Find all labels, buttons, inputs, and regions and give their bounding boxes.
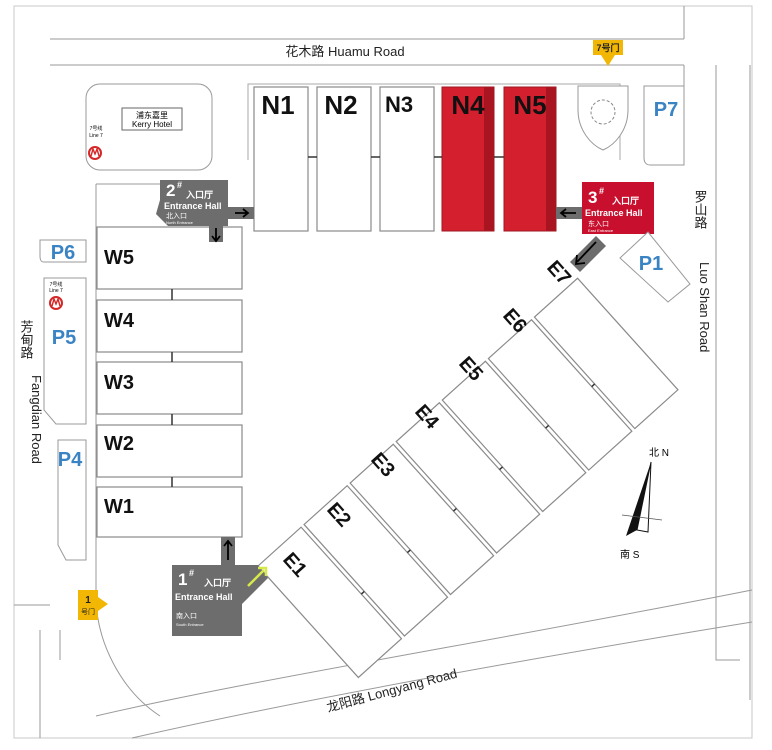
parking-p4-label: P4 <box>58 449 83 471</box>
entrance-1-en: Entrance Hall <box>175 592 233 602</box>
north-halls: N1 N2 N3 N4 N5 <box>253 86 557 232</box>
entrance-3-sub-en: East Entrance <box>588 228 614 233</box>
hall-e4[interactable] <box>395 401 541 554</box>
entrance-1-num: 1 <box>178 570 187 589</box>
hall-e5[interactable] <box>441 360 587 513</box>
hall-e2[interactable] <box>303 484 449 637</box>
entrance-hall-3[interactable]: 3 # 入口厅 Entrance Hall 东入口 East Entrance <box>582 182 654 234</box>
gate-1-cn: 号门 <box>81 607 95 616</box>
hall-n2-label: N2 <box>324 90 357 120</box>
entrance-2-cn: 入口厅 <box>185 190 213 200</box>
metro-icon-2 <box>49 296 63 310</box>
road-fangdian-cn: 芳甸路 <box>19 320 34 359</box>
hall-w5-label: W5 <box>104 247 134 269</box>
hall-w1-label: W1 <box>104 496 134 518</box>
hall-n3-label: N3 <box>385 92 413 117</box>
parking-p5-label: P5 <box>52 327 76 349</box>
entrance-3-sup: # <box>599 186 604 196</box>
metro-line-cn: 7号线 <box>90 125 103 132</box>
hotel-name-cn: 浦东嘉里 <box>136 110 168 120</box>
metro-line-cn-2: 7号线 <box>50 281 63 288</box>
hall-w2[interactable] <box>96 424 243 478</box>
west-halls: W5 W4 W3 W2 W1 <box>96 226 243 538</box>
parking-p6-label: P6 <box>51 242 75 264</box>
entrance-2-sub-en: North Entrance <box>166 220 194 225</box>
metro-line-en-2: Line 7 <box>49 288 63 294</box>
hall-e7[interactable] <box>533 277 679 430</box>
entrance-2-en: Entrance Hall <box>164 201 222 211</box>
hall-n3[interactable] <box>379 86 435 232</box>
parking-p4[interactable] <box>57 439 87 561</box>
entrance-1-sup: # <box>189 568 194 578</box>
hall-n2[interactable] <box>316 86 372 232</box>
parking-p7-label: P7 <box>654 99 678 121</box>
road-luoshan-cn: 罗山路 <box>693 190 708 229</box>
entrance-hall-2[interactable]: 2 # 入口厅 Entrance Hall 北入口 North Entrance <box>156 180 228 226</box>
road-longyang: 龙阳路 Longyang Road <box>325 666 459 715</box>
parking-p1[interactable] <box>619 231 691 303</box>
hall-n5-label: N5 <box>513 90 546 120</box>
gate-1[interactable]: 1 号门 <box>78 590 108 620</box>
connector-entrance-3-e7 <box>570 236 606 272</box>
map-frame <box>13 5 753 739</box>
entrance-1-sub-cn: 南入口 <box>176 611 197 620</box>
east-halls <box>257 277 679 679</box>
fountain <box>577 85 629 151</box>
hall-w3[interactable] <box>96 361 243 415</box>
hall-w1[interactable] <box>96 486 243 538</box>
hotel-sign <box>121 107 183 131</box>
hall-w3-label: W3 <box>104 372 134 394</box>
compass-icon: 北 N 南 S <box>620 447 669 561</box>
entrance-1-sub-en: South Entrance <box>176 622 204 627</box>
gate-7-label: 7号门 <box>596 42 619 53</box>
parking-p1-label: P1 <box>639 253 663 275</box>
road-huamu: 花木路 Huamu Road <box>285 44 404 59</box>
entrance-2-num: 2 <box>166 181 175 200</box>
roads <box>14 6 753 739</box>
hall-w2-label: W2 <box>104 433 134 455</box>
compass-south: 南 S <box>620 548 640 561</box>
metro-icon <box>88 146 102 160</box>
entrance-3-sub-cn: 东入口 <box>588 219 609 228</box>
metro-line-en: Line 7 <box>89 133 103 139</box>
parking-p7[interactable] <box>643 85 685 166</box>
hall-w4[interactable] <box>96 299 243 353</box>
compass-north: 北 N <box>649 447 669 459</box>
hall-e3[interactable] <box>349 443 495 596</box>
entrance-2-sup: # <box>177 180 182 190</box>
entrance-3-cn: 入口厅 <box>611 196 639 206</box>
hall-n1-label: N1 <box>261 90 294 120</box>
parking-p5[interactable] <box>43 277 87 425</box>
hall-e6[interactable] <box>487 318 633 471</box>
hall-e1[interactable] <box>257 526 403 679</box>
hall-n1[interactable] <box>253 86 309 232</box>
connector-entrance-1-e1 <box>247 569 265 587</box>
parking-p6[interactable] <box>39 239 87 263</box>
entrance-3-en: Entrance Hall <box>585 208 643 218</box>
entrance-1-cn: 入口厅 <box>203 578 231 588</box>
hotel-name-en: Kerry Hotel <box>132 120 172 129</box>
road-fangdian-en: Fangdian Road <box>29 375 44 464</box>
hall-w4-label: W4 <box>104 310 135 332</box>
hall-n4-label: N4 <box>451 90 485 120</box>
entrance-hall-1[interactable]: 1 # 入口厅 Entrance Hall 南入口 South Entrance <box>172 565 268 636</box>
gate-7[interactable]: 7号门 <box>593 40 623 66</box>
road-luoshan-en: Luo Shan Road <box>697 262 712 352</box>
gate-1-num: 1 <box>85 595 91 606</box>
entrance-3-num: 3 <box>588 188 597 207</box>
entrance-2-sub-cn: 北入口 <box>166 212 187 220</box>
